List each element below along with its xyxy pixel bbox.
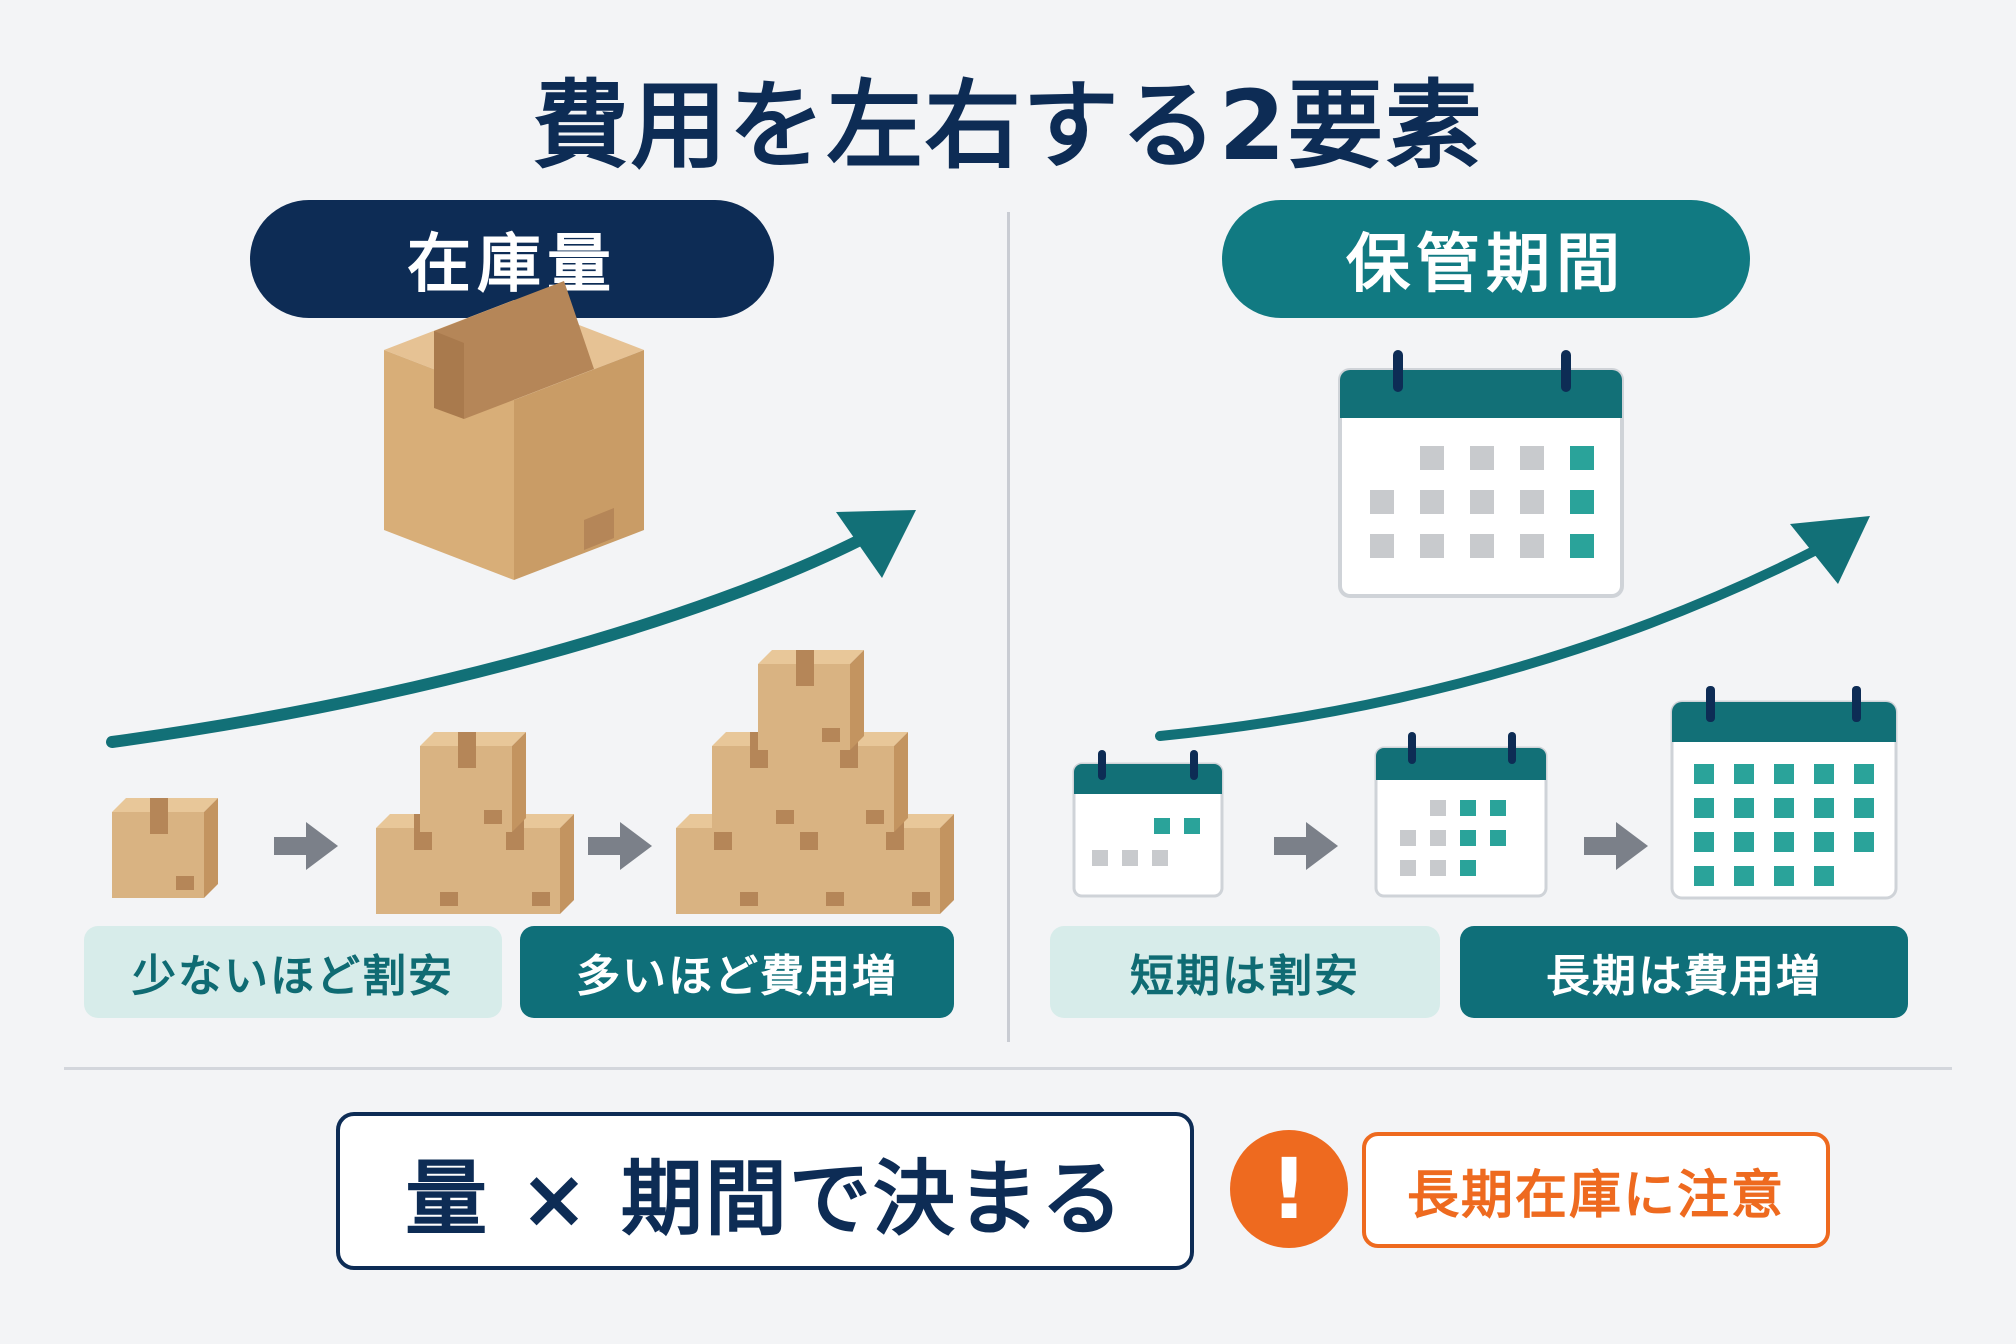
arrow-right-icon xyxy=(1584,822,1648,870)
calendar-icon xyxy=(1338,350,1624,598)
high-inventory-tag: 多いほど費用増 xyxy=(520,926,954,1018)
alert-text: 長期在庫に注意 xyxy=(1362,1132,1830,1248)
page-title: 費用を左右する2要素 xyxy=(532,70,1484,182)
upward-trend-arrow-icon xyxy=(1155,516,1870,741)
inventory-header: 在庫量 xyxy=(250,200,774,318)
low-inventory-tag: 少ないほど割安 xyxy=(84,926,502,1018)
warning-icon: ! xyxy=(1230,1130,1348,1248)
horizontal-divider xyxy=(64,1067,1952,1070)
long-term-tag: 長期は費用増 xyxy=(1460,926,1908,1018)
arrow-right-icon xyxy=(274,822,338,870)
arrow-right-icon xyxy=(1274,822,1338,870)
medium-term-calendar-icon xyxy=(1374,732,1548,898)
storage-period-header: 保管期間 xyxy=(1222,200,1750,318)
box-icon xyxy=(384,281,644,580)
single-box-icon xyxy=(112,798,218,898)
box-pyramid-icon xyxy=(676,650,954,914)
three-boxes-icon xyxy=(376,732,574,914)
arrow-right-icon xyxy=(588,822,652,870)
short-term-tag: 短期は割安 xyxy=(1050,926,1440,1018)
short-term-calendar-icon xyxy=(1072,750,1224,898)
vertical-divider xyxy=(1007,212,1010,1042)
long-term-calendar-icon xyxy=(1670,686,1898,900)
summary-box: 量 × 期間で決まる xyxy=(336,1112,1194,1270)
upward-trend-arrow-icon xyxy=(106,510,916,748)
